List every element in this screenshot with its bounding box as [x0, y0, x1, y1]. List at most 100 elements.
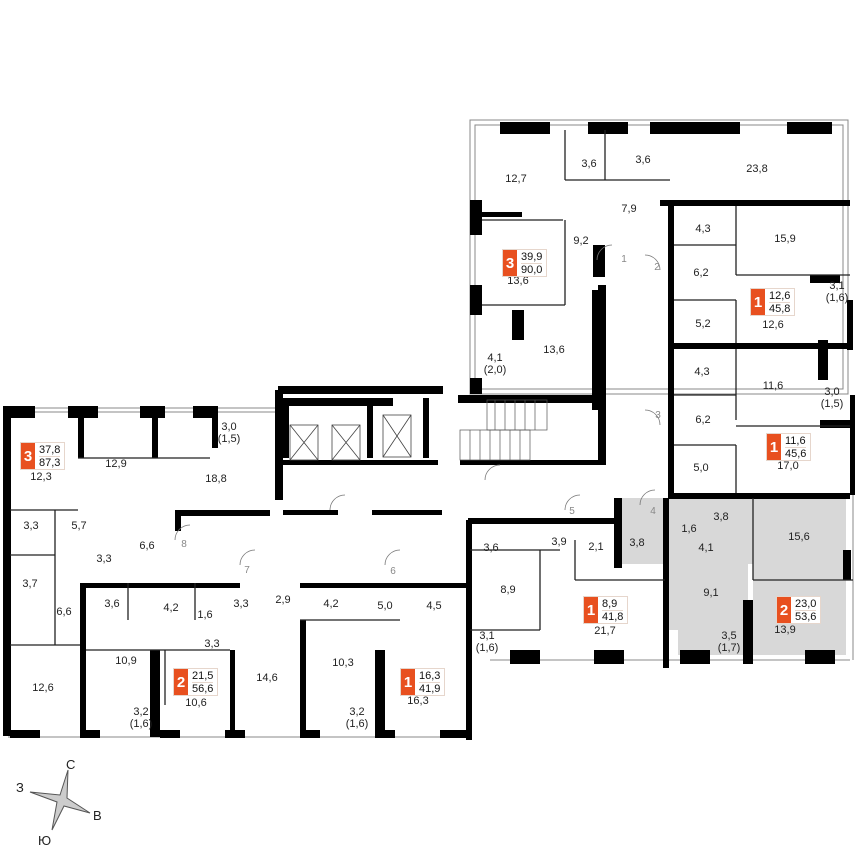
total-area: 45,6 [785, 447, 807, 460]
room-area-label: 2,1 [588, 541, 604, 553]
living-area: 8,9 [602, 598, 624, 611]
room-area-label: 5,7 [71, 520, 87, 532]
room-count: 2 [777, 597, 791, 623]
room-area-label: 6,2 [693, 267, 709, 279]
room-area-label: 14,6 [256, 672, 278, 684]
total-area: 41,9 [419, 682, 441, 695]
living-area: 39,9 [521, 250, 543, 264]
room-area-label: 2,9 [275, 594, 291, 606]
room-area-label: 3,7 [22, 578, 38, 590]
room-area-label: 3,0 (1,5) [820, 386, 844, 410]
compass-rose [29, 769, 91, 831]
room-area-label: 3,3 [23, 520, 39, 532]
room-area-label: 10,6 [185, 697, 207, 709]
entrance-number: 6 [390, 566, 396, 577]
total-area: 45,8 [769, 302, 791, 315]
room-area-label: 3,6 [581, 158, 597, 170]
room-area-label: 3,6 [104, 598, 120, 610]
living-area: 23,0 [795, 597, 817, 611]
room-area-label: 13,6 [543, 344, 565, 356]
room-area-label: 3,3 [204, 638, 220, 650]
room-area-label: 3,8 [629, 537, 645, 549]
room-area-label: 18,8 [205, 473, 227, 485]
room-count: 3 [21, 443, 35, 469]
room-area-label: 10,3 [332, 657, 354, 669]
room-count: 1 [767, 434, 781, 460]
living-area: 37,8 [39, 443, 61, 457]
entrance-number: 5 [569, 506, 575, 517]
room-area-label: 4,3 [694, 366, 710, 378]
entrance-number: 3 [655, 410, 661, 421]
entrance-number: 7 [244, 565, 250, 576]
room-area-label: 12,3 [30, 471, 52, 483]
room-area-label: 13,6 [507, 275, 529, 287]
room-area-label: 4,1 (2,0) [483, 352, 507, 376]
door-swings [174, 244, 661, 566]
compass-north-label: С [66, 757, 76, 772]
living-area: 12,6 [769, 289, 791, 303]
room-area-label: 5,2 [695, 318, 711, 330]
room-area-label: 3,0 (1,5) [217, 421, 241, 445]
entrance-number: 8 [181, 539, 187, 550]
room-area-label: 3,2 (1,6) [345, 706, 369, 730]
room-area-label: 3,5 (1,7) [717, 630, 741, 654]
room-area-label: 3,2 (1,6) [129, 706, 153, 730]
room-area-label: 3,6 [483, 542, 499, 554]
room-area-label: 3,8 [713, 511, 729, 523]
compass-east-label: В [93, 808, 102, 823]
room-area-label: 16,3 [407, 695, 429, 707]
room-area-label: 10,9 [115, 655, 137, 667]
room-area-label: 5,0 [693, 462, 709, 474]
room-area-label: 1,6 [681, 523, 697, 535]
elevator-shafts [289, 414, 412, 461]
room-area-label: 3,9 [551, 536, 567, 548]
room-area-label: 12,6 [762, 319, 784, 331]
walls [3, 122, 855, 740]
staircase [459, 399, 548, 461]
room-area-label: 13,9 [774, 624, 796, 636]
room-area-label: 3,3 [233, 598, 249, 610]
total-area: 41,8 [602, 610, 624, 623]
room-area-label: 1,6 [197, 609, 213, 621]
compass-south-label: Ю [38, 833, 52, 848]
room-count: 1 [401, 669, 415, 695]
total-area: 53,6 [795, 610, 817, 623]
room-area-label: 11,6 [762, 380, 784, 392]
room-area-label: 15,9 [774, 233, 796, 245]
room-area-label: 4,1 [698, 542, 714, 554]
room-area-label: 12,9 [105, 458, 127, 470]
room-area-label: 17,0 [777, 460, 799, 472]
living-area: 16,3 [419, 669, 441, 683]
room-area-label: 23,8 [746, 163, 768, 175]
room-count: 3 [503, 250, 517, 276]
partitions [10, 130, 853, 705]
highlighted-apartment-fill [617, 498, 846, 655]
room-area-label: 21,7 [594, 625, 616, 637]
room-area-label: 4,5 [426, 600, 442, 612]
entrance-number: 2 [654, 262, 660, 273]
room-area-label: 6,6 [56, 606, 72, 618]
entrance-number: 4 [650, 506, 656, 517]
room-area-label: 9,2 [573, 235, 589, 247]
room-count: 1 [751, 289, 765, 315]
room-area-label: 9,1 [703, 587, 719, 599]
total-area: 87,3 [39, 456, 61, 469]
living-area: 21,5 [192, 669, 214, 683]
room-area-label: 3,6 [635, 154, 651, 166]
room-area-label: 4,2 [163, 602, 179, 614]
room-area-label: 3,1 (1,6) [475, 630, 499, 654]
room-area-label: 15,6 [788, 531, 810, 543]
total-area: 90,0 [521, 263, 543, 276]
entrance-number: 1 [621, 254, 627, 265]
room-area-label: 4,2 [323, 598, 339, 610]
total-area: 56,6 [192, 682, 214, 695]
